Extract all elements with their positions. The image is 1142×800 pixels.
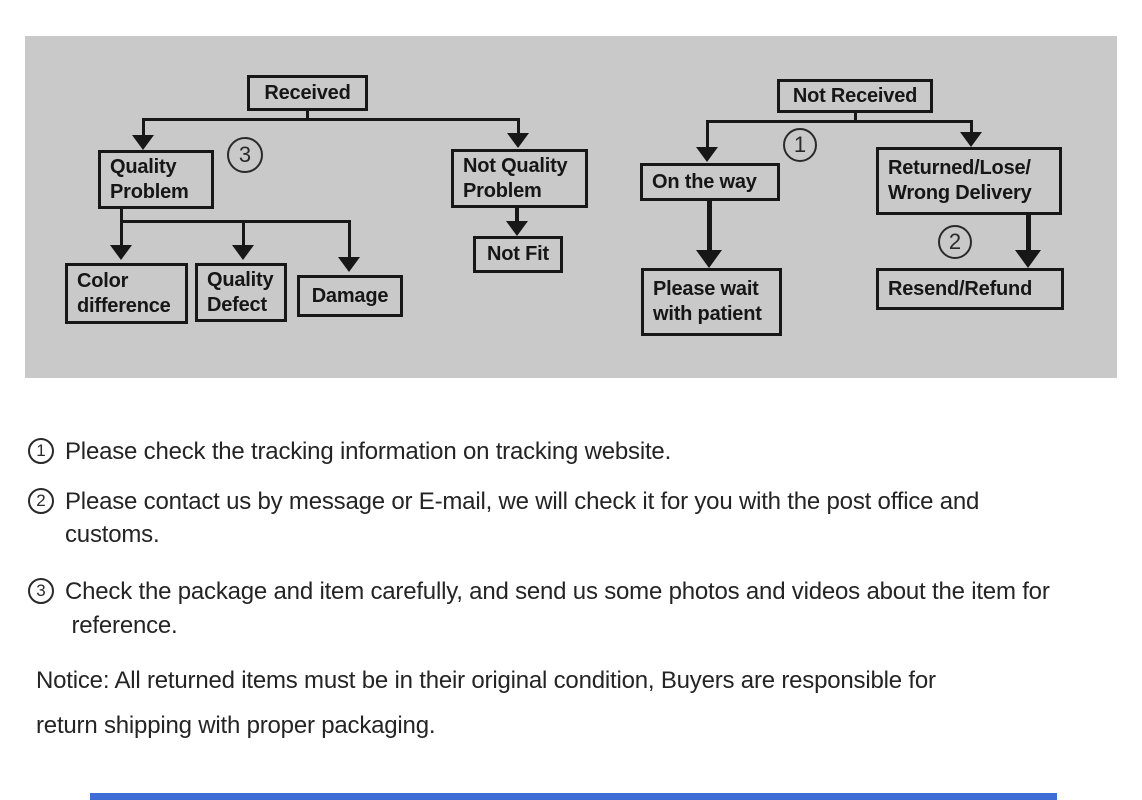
note-1-number-circle: 1 xyxy=(28,438,54,464)
note-2-number-circle: 2 xyxy=(28,488,54,514)
arrow-down-icon xyxy=(1015,250,1041,268)
flowchart-panel: Received Quality Problem 3 Not Quality P… xyxy=(25,36,1117,378)
arrow-down-icon xyxy=(507,133,529,148)
arrow-down-icon xyxy=(696,147,718,162)
note-3-number-circle: 3 xyxy=(28,578,54,604)
marker-3-circle: 3 xyxy=(227,137,263,173)
bottom-accent-bar xyxy=(90,793,1057,800)
connector-line xyxy=(706,120,709,148)
node-returned-lose-wrong-delivery: Returned/Lose/ Wrong Delivery xyxy=(876,147,1062,215)
connector-line xyxy=(706,120,973,123)
connector-line xyxy=(306,111,309,121)
arrow-down-icon xyxy=(506,221,528,236)
node-quality-problem: Quality Problem xyxy=(98,150,214,209)
node-color-difference: Color difference xyxy=(65,263,188,324)
arrow-down-icon xyxy=(338,257,360,272)
note-2: 2 Please contact us by message or E-mail… xyxy=(28,485,979,551)
connector-line xyxy=(142,118,520,121)
node-damage: Damage xyxy=(297,275,403,317)
note-1-text: Please check the tracking information on… xyxy=(65,438,672,465)
notice-text: Notice: All returned items must be in th… xyxy=(36,667,936,739)
connector-line xyxy=(242,220,245,246)
connector-line xyxy=(120,220,123,246)
marker-1-circle: 1 xyxy=(783,128,817,162)
arrow-down-icon xyxy=(132,135,154,150)
connector-line xyxy=(970,120,973,134)
connector-line xyxy=(1026,215,1031,252)
node-not-received: Not Received xyxy=(777,79,933,113)
connector-line xyxy=(142,118,145,136)
note-3-text: Check the package and item carefully, an… xyxy=(65,578,1050,639)
note-3: 3 Check the package and item carefully, … xyxy=(28,575,1050,643)
node-quality-defect: Quality Defect xyxy=(195,263,287,322)
connector-line xyxy=(348,220,351,258)
connector-line xyxy=(120,209,123,223)
note-1: 1 Please check the tracking information … xyxy=(28,435,671,468)
arrow-down-icon xyxy=(960,132,982,147)
node-resend-refund: Resend/Refund xyxy=(876,268,1064,310)
node-not-quality-problem: Not Quality Problem xyxy=(451,149,588,208)
node-please-wait-with-patient: Please wait with patient xyxy=(641,268,782,336)
node-not-fit: Not Fit xyxy=(473,236,563,273)
arrow-down-icon xyxy=(110,245,132,260)
connector-line xyxy=(120,220,351,223)
arrow-down-icon xyxy=(232,245,254,260)
node-received: Received xyxy=(247,75,368,111)
connector-line xyxy=(854,113,857,123)
marker-2-circle: 2 xyxy=(938,225,972,259)
note-2-text: Please contact us by message or E-mail, … xyxy=(65,488,980,548)
node-on-the-way: On the way xyxy=(640,163,780,201)
connector-line xyxy=(515,208,519,223)
connector-line xyxy=(517,118,520,134)
arrow-down-icon xyxy=(696,250,722,268)
connector-line xyxy=(707,201,712,252)
